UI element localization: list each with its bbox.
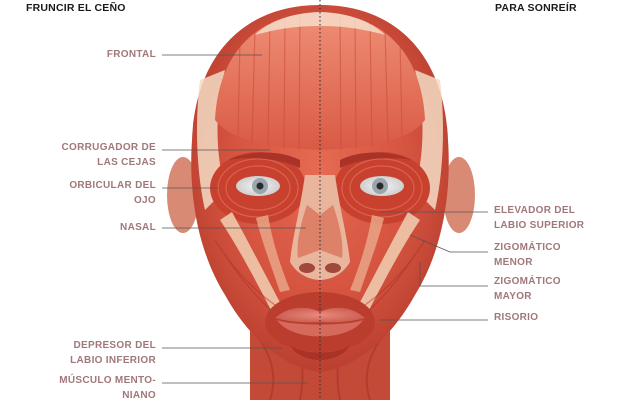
label-zigomatico-menor: ZIGOMÁTICO MENOR <box>494 242 561 268</box>
left-pupil <box>256 182 264 190</box>
right-zygomatic <box>358 212 420 312</box>
label-elevador: ELEVADOR DEL LABIO SUPERIOR <box>494 205 585 231</box>
right-nostril <box>325 263 341 273</box>
label-nasal: NASAL <box>120 222 156 233</box>
label-mentoniano: MÚSCULO MENTO- NIANO <box>59 375 156 401</box>
left-ear <box>167 157 199 233</box>
label-risorio: RISORIO <box>494 312 539 323</box>
label-corrugador: CORRUGADOR DE LAS CEJAS <box>61 142 156 168</box>
right-pupil <box>376 182 384 190</box>
leader-lines-right <box>380 211 488 321</box>
left-corrugator <box>228 152 300 168</box>
left-nostril <box>299 263 315 273</box>
right-corrugator <box>340 152 412 168</box>
label-zigomatico-mayor: ZIGOMÁTICO MAYOR <box>494 276 561 302</box>
label-depresor: DEPRESOR DEL LABIO INFERIOR <box>70 340 156 366</box>
heading-frown: FRUNCIR EL CEÑO <box>26 2 126 14</box>
nasal-muscle <box>297 205 343 258</box>
frontal-fibers <box>237 14 403 151</box>
left-zygomatic <box>220 212 282 312</box>
label-frontal: FRONTAL <box>106 49 156 60</box>
left-levator <box>256 215 290 292</box>
neck-strands <box>259 339 381 400</box>
leader-lines-left <box>162 54 308 384</box>
label-orbicular: ORBICULAR DEL OJO <box>69 180 156 206</box>
right-ear <box>443 157 475 233</box>
right-levator <box>350 215 384 292</box>
upper-lip <box>275 307 365 323</box>
galea-highlight <box>255 12 385 35</box>
heading-smile: PARA SONREÍR <box>495 2 577 14</box>
